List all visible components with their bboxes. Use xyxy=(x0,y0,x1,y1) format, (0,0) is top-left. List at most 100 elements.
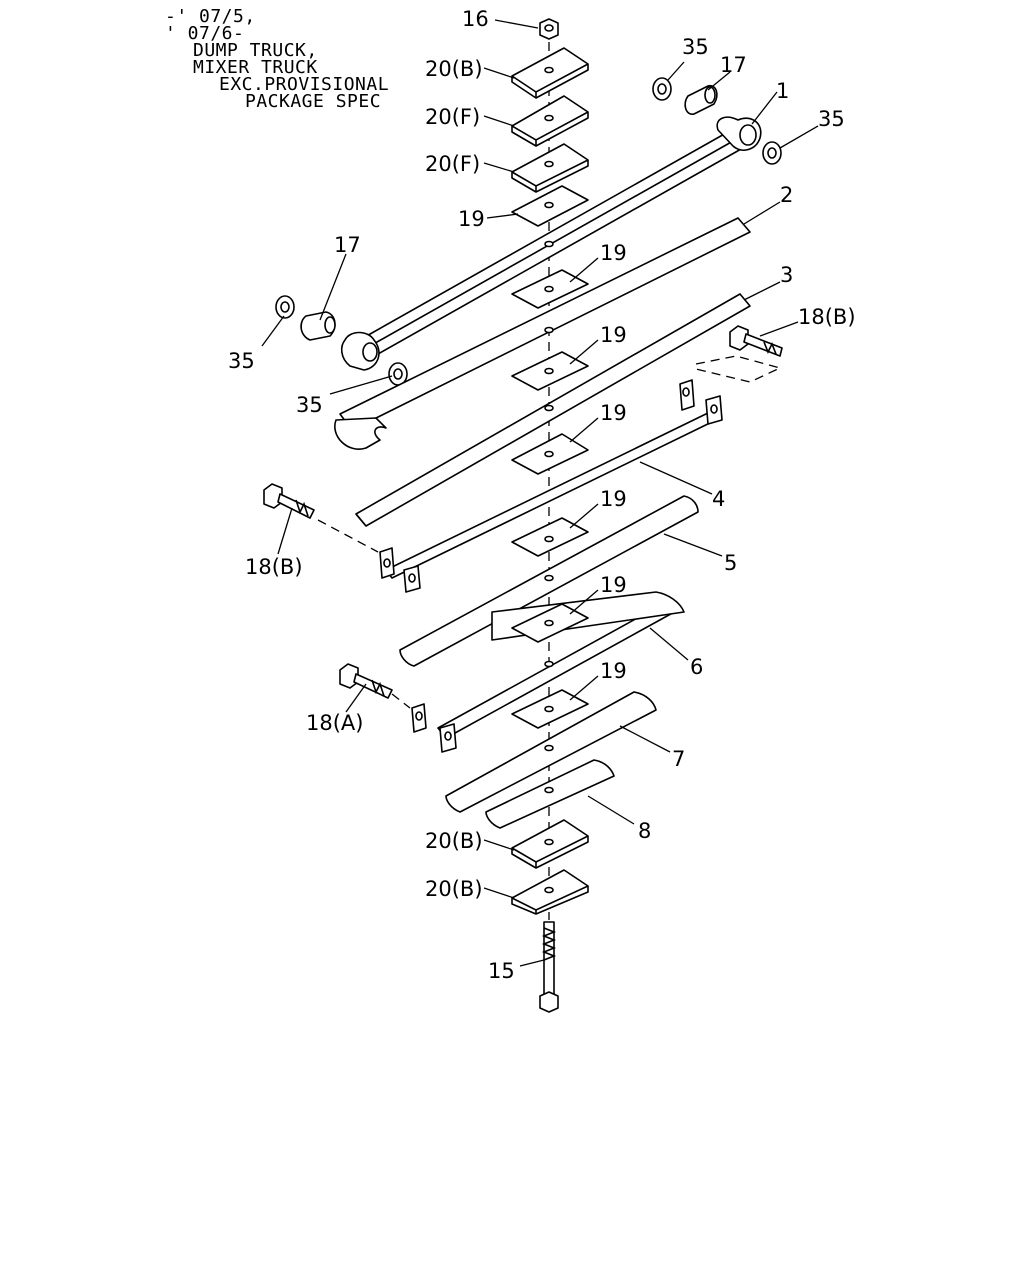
leader-16 xyxy=(494,19,539,29)
leader-35-tr xyxy=(667,61,685,81)
part-18b-bolt-right xyxy=(729,325,783,357)
leader-20f-1 xyxy=(483,115,515,127)
note-line-6: PACKAGE SPEC xyxy=(245,91,382,112)
callout-19-a: 19 xyxy=(600,241,627,265)
callout-19-f: 19 xyxy=(600,659,627,683)
part-17-bushing-left xyxy=(300,311,336,341)
callout-35-l2: 35 xyxy=(296,393,323,417)
callout-35-r: 35 xyxy=(818,107,845,131)
part-7-leaf xyxy=(445,691,657,813)
leader-4 xyxy=(639,461,713,495)
leader-19-e xyxy=(569,589,599,615)
leader-20b-1 xyxy=(483,839,515,851)
leader-3 xyxy=(743,281,781,301)
callout-6: 6 xyxy=(690,655,703,679)
callout-19-d: 19 xyxy=(600,487,627,511)
callout-15: 15 xyxy=(488,959,515,983)
leader-20b-top xyxy=(483,67,515,79)
dash-link-left xyxy=(317,519,379,553)
part-19-pad-c xyxy=(511,433,589,475)
leader-2 xyxy=(743,201,781,225)
leader-17-l xyxy=(319,253,347,321)
part-19-pad-top xyxy=(511,185,589,227)
callout-19-b: 19 xyxy=(600,323,627,347)
part-16-nut xyxy=(539,18,559,40)
leader-7 xyxy=(619,725,671,753)
callout-20b-1: 20(B) xyxy=(425,829,483,853)
part-35-washer-top-right xyxy=(652,77,672,101)
part-20f-plate-1 xyxy=(511,95,589,147)
part-18a-bolt xyxy=(339,663,393,699)
callout-35-l: 35 xyxy=(228,349,255,373)
callout-18a: 18(A) xyxy=(306,711,363,735)
part-1-main-leaf xyxy=(340,116,762,371)
part-20b-plate-lower-2 xyxy=(511,869,589,915)
leader-35-r xyxy=(779,125,819,149)
leader-19-top xyxy=(486,213,519,219)
leader-19-d xyxy=(569,503,599,529)
dash-link-right xyxy=(691,355,782,383)
callout-5: 5 xyxy=(724,551,737,575)
part-19-pad-b xyxy=(511,351,589,391)
callout-19-top: 19 xyxy=(458,207,485,231)
callout-18b-l: 18(B) xyxy=(245,555,303,579)
part-19-pad-f xyxy=(511,689,589,729)
leader-18b-r xyxy=(759,321,799,337)
leader-6 xyxy=(649,627,689,661)
part-17-bushing-right xyxy=(684,84,718,115)
callout-8: 8 xyxy=(638,819,651,843)
leader-5 xyxy=(663,533,723,557)
part-19-pad-e xyxy=(511,603,589,643)
callout-20b-top: 20(B) xyxy=(425,57,483,81)
callout-4: 4 xyxy=(712,487,725,511)
callout-19-c: 19 xyxy=(600,401,627,425)
callout-7: 7 xyxy=(672,747,685,771)
part-8-leaf xyxy=(485,759,615,829)
note-line-5: EXC.PROVISIONAL xyxy=(219,74,390,95)
callout-18b-r: 18(B) xyxy=(798,305,856,329)
part-35-washer-right xyxy=(762,141,782,165)
leader-19-c xyxy=(569,417,599,443)
callout-16: 16 xyxy=(462,7,489,31)
note-line-4: MIXER TRUCK xyxy=(193,57,318,78)
note-line-3: DUMP TRUCK, xyxy=(193,40,318,61)
leader-1 xyxy=(751,91,778,125)
part-3-leaf xyxy=(355,293,751,527)
callout-19-e: 19 xyxy=(600,573,627,597)
part-15-center-bolt xyxy=(539,921,559,1013)
leader-19-b xyxy=(569,339,599,365)
part-2-leaf xyxy=(334,217,751,450)
leader-18b-l xyxy=(277,507,293,555)
part-19-pad-d xyxy=(511,517,589,557)
leader-20f-2 xyxy=(483,162,515,173)
part-19-pad-a xyxy=(511,269,589,309)
callout-17-l: 17 xyxy=(334,233,361,257)
callout-20f-1: 20(F) xyxy=(425,105,480,129)
leader-17-tr xyxy=(707,71,731,91)
callout-20f-2: 20(F) xyxy=(425,152,480,176)
part-4-clip xyxy=(379,379,723,593)
leader-19-f xyxy=(569,675,599,701)
callout-2: 2 xyxy=(780,183,793,207)
part-20b-top-plate xyxy=(511,47,589,99)
part-18b-bolt-left xyxy=(263,483,315,519)
part-35-washer-left-lower xyxy=(388,362,408,386)
leader-8 xyxy=(587,795,635,825)
part-5-leaf xyxy=(399,495,699,667)
leader-35-l2 xyxy=(329,375,393,395)
part-20b-plate-lower-1 xyxy=(511,819,589,869)
leader-20b-2 xyxy=(483,887,515,899)
note-line-2: ' 07/6- xyxy=(165,23,245,44)
callout-17-tr: 17 xyxy=(720,53,747,77)
leader-35-l xyxy=(261,315,285,347)
leader-19-a xyxy=(569,257,599,283)
leader-18a xyxy=(345,683,367,713)
part-20f-plate-2 xyxy=(511,143,589,193)
dash-link-18a xyxy=(391,693,411,709)
callout-1: 1 xyxy=(776,79,789,103)
leader-15 xyxy=(519,959,545,967)
callout-3: 3 xyxy=(780,263,793,287)
callout-20b-2: 20(B) xyxy=(425,877,483,901)
part-35-washer-left xyxy=(275,295,295,319)
